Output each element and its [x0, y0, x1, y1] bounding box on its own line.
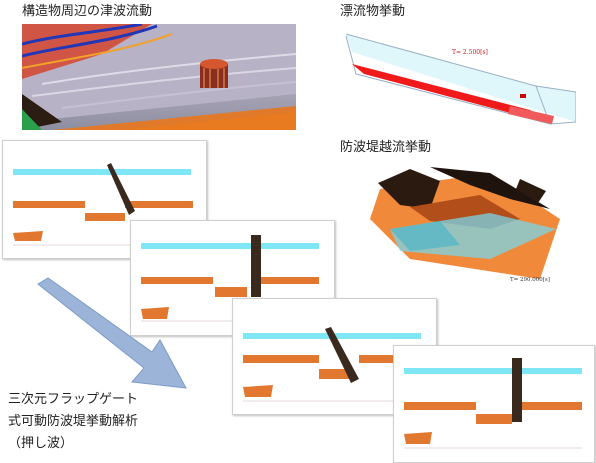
flap-gate [512, 358, 522, 422]
drift-behavior-image: T= 2.500[s] [340, 24, 577, 130]
tsunami-caption: 構造物周辺の津波流動 [22, 4, 153, 19]
analysis-caption-line3: （押し波） [8, 436, 74, 451]
flap-gate [251, 235, 261, 297]
drift-caption: 漂流物挙動 [340, 4, 406, 19]
gate-frame-4 [393, 345, 595, 463]
analysis-caption-line2: 式可動防波堤挙動解析 [8, 414, 139, 429]
breakwater-overflow-image: T= 290.000[s] [370, 159, 566, 289]
gate-frame-2 [130, 220, 335, 336]
overflow-time-readout: T= 290.000[s] [510, 277, 550, 283]
flap-gate [325, 327, 359, 383]
flap-gate [107, 163, 135, 215]
overflow-caption: 防波堤越流挙動 [340, 140, 432, 155]
water-band [13, 169, 191, 175]
analysis-caption-line1: 三次元フラップゲート [8, 392, 139, 407]
tsunami-flow-image [22, 24, 296, 130]
drift-time-readout: T= 2.500[s] [452, 49, 488, 56]
large-diagonal-arrow-icon [32, 276, 196, 394]
